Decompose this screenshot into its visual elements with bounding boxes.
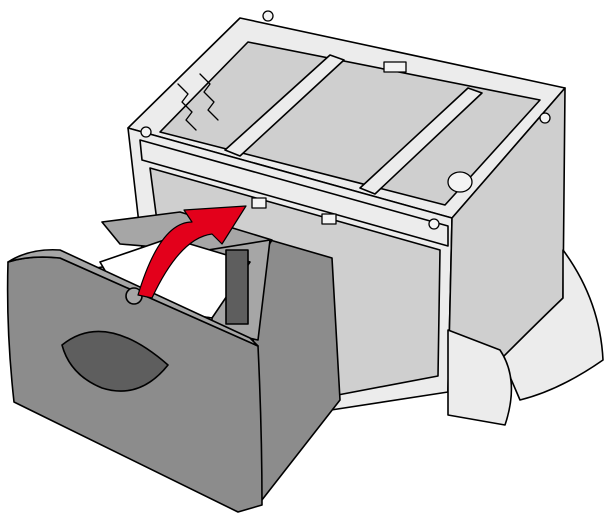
cabinet-hole xyxy=(447,171,473,193)
cabinet-ridges xyxy=(199,73,219,121)
cabinet-rail-left xyxy=(224,54,345,157)
cabinet-details xyxy=(140,10,551,230)
curved-arrow-icon xyxy=(137,205,247,299)
cabinet-ridges xyxy=(177,83,197,131)
screw-icon xyxy=(140,126,152,138)
latch-icon xyxy=(251,197,267,209)
paper-guide-icon[interactable] xyxy=(225,249,249,325)
cabinet-top-opening xyxy=(159,41,541,206)
screw-icon xyxy=(539,112,551,124)
drawer-handle-icon[interactable] xyxy=(61,330,169,392)
drawer-right-wall xyxy=(249,239,341,506)
latch-icon xyxy=(321,213,337,225)
cabinet-foot-right xyxy=(501,249,604,401)
cabinet-front-band xyxy=(139,139,449,247)
drawer-front-lip xyxy=(7,248,259,347)
cabinet-foot-front xyxy=(447,329,513,426)
cabinet-rail-right xyxy=(359,87,483,195)
latch-icon xyxy=(383,61,407,73)
screw-icon xyxy=(428,218,440,230)
screw-icon xyxy=(262,10,274,22)
